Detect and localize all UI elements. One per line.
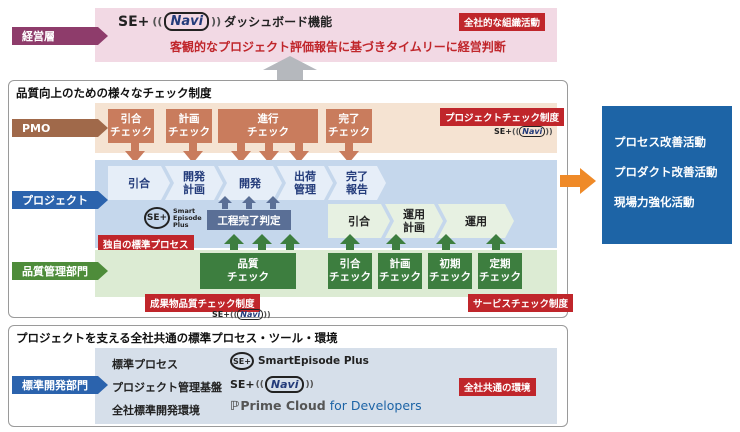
outcome-field-strength: 現場力強化活動 xyxy=(614,195,695,209)
dashboard-title-text: ダッシュボード機能 xyxy=(224,15,333,29)
up-arrow-icon xyxy=(263,56,317,86)
qa-initial-check: 初期チェック xyxy=(428,253,472,289)
wave-icon: (( xyxy=(152,15,163,28)
qa-plan-check: 計画チェック xyxy=(378,253,422,289)
prime-cloud-logo: ℙ Prime Cloud for Developers xyxy=(230,398,422,413)
project-label: プロジェクト xyxy=(12,191,108,209)
wave-icon: )) xyxy=(211,15,222,28)
deliverable-check-tag: 成果物品質チェック制度 xyxy=(145,294,260,312)
management-message: 客観的なプロジェクト評価報告に基づきタイムリーに経営判断 xyxy=(170,40,506,54)
row-project-mgmt-platform: プロジェクト管理基盤 xyxy=(112,381,222,394)
phase-completion-report: 完了報告 xyxy=(328,166,386,200)
navi-dashboard-title: SE+ (( Navi )) ダッシュボード機能 xyxy=(118,12,332,31)
checks-section-heading: 品質向上のための様々なチェック制度 xyxy=(16,86,212,100)
common-env-heading: プロジェクトを支える全社共通の標準プロセス・ツール・環境 xyxy=(16,331,338,345)
ops-phase-inquiry: 引合 xyxy=(328,204,390,238)
smart-episode-logo: SE+ Smart Episode Plus xyxy=(144,207,202,229)
ops-phase-ops-plan: 運用計画 xyxy=(385,204,443,238)
row-company-dev-env: 全社標準開発環境 xyxy=(112,404,200,417)
pmo-check-plan: 計画チェック xyxy=(166,109,212,143)
common-env-tag: 全社共通の環境 xyxy=(459,378,536,396)
management-label: 経営層 xyxy=(12,27,108,45)
smart-episode-plus-logo: SE+ SmartEpisode Plus xyxy=(230,352,369,370)
org-activity-tag: 全社的な組織活動 xyxy=(459,13,546,31)
pmo-check-inquiry: 引合チェック xyxy=(108,109,154,143)
qa-up-arrows xyxy=(224,234,506,253)
standard-process-tag: 独自の標準プロセス xyxy=(98,235,194,253)
se-plus-logo: SE+ xyxy=(118,13,150,30)
ops-phase-operation: 運用 xyxy=(438,204,514,238)
service-check-tag: サービスチェック制度 xyxy=(468,294,574,312)
process-complete-up-arrows xyxy=(218,196,280,209)
qa-inquiry-check: 引合チェック xyxy=(328,253,372,289)
standard-dev-label: 標準開発部門 xyxy=(12,376,108,394)
phase-inquiry: 引合 xyxy=(108,166,170,200)
pmo-check-complete: 完了チェック xyxy=(326,109,372,143)
qa-periodic-check: 定期チェック xyxy=(478,253,522,289)
project-check-tag: プロジェクトチェック制度 xyxy=(440,108,565,126)
process-complete-judgement: 工程完了判定 xyxy=(207,210,291,230)
outcome-product-improvement: プロダクト改善活動 xyxy=(614,165,718,179)
phase-dev-plan: 開発計画 xyxy=(165,166,223,200)
qa-label: 品質管理部門 xyxy=(12,262,108,280)
phase-development: 開発 xyxy=(218,166,282,200)
navi-logo: Navi xyxy=(164,12,210,31)
pmo-down-arrows xyxy=(125,143,359,163)
pmo-label: PMO xyxy=(12,119,108,137)
phase-shipping: 出荷管理 xyxy=(277,166,333,200)
outcome-process-improvement: プロセス改善活動 xyxy=(614,135,706,149)
se-circle-icon: SE+ xyxy=(230,352,254,370)
se-circle-icon: SE+ xyxy=(144,207,170,229)
prime-cloud-icon: ℙ xyxy=(230,398,240,413)
navi-small-logo-qa: SE+((Navi)) xyxy=(212,309,271,320)
navi-small-logo: SE+((Navi)) xyxy=(494,126,553,137)
orange-right-arrow-icon xyxy=(560,168,596,194)
qa-quality-check: 品質チェック xyxy=(200,253,296,289)
row-standard-process: 標準プロセス xyxy=(112,358,178,371)
pmo-check-progress: 進行チェック xyxy=(218,109,318,143)
outcomes-box: プロセス改善活動 プロダクト改善活動 現場力強化活動 xyxy=(602,106,732,244)
navi-logo-bottom: SE+((Navi)) xyxy=(230,376,314,393)
